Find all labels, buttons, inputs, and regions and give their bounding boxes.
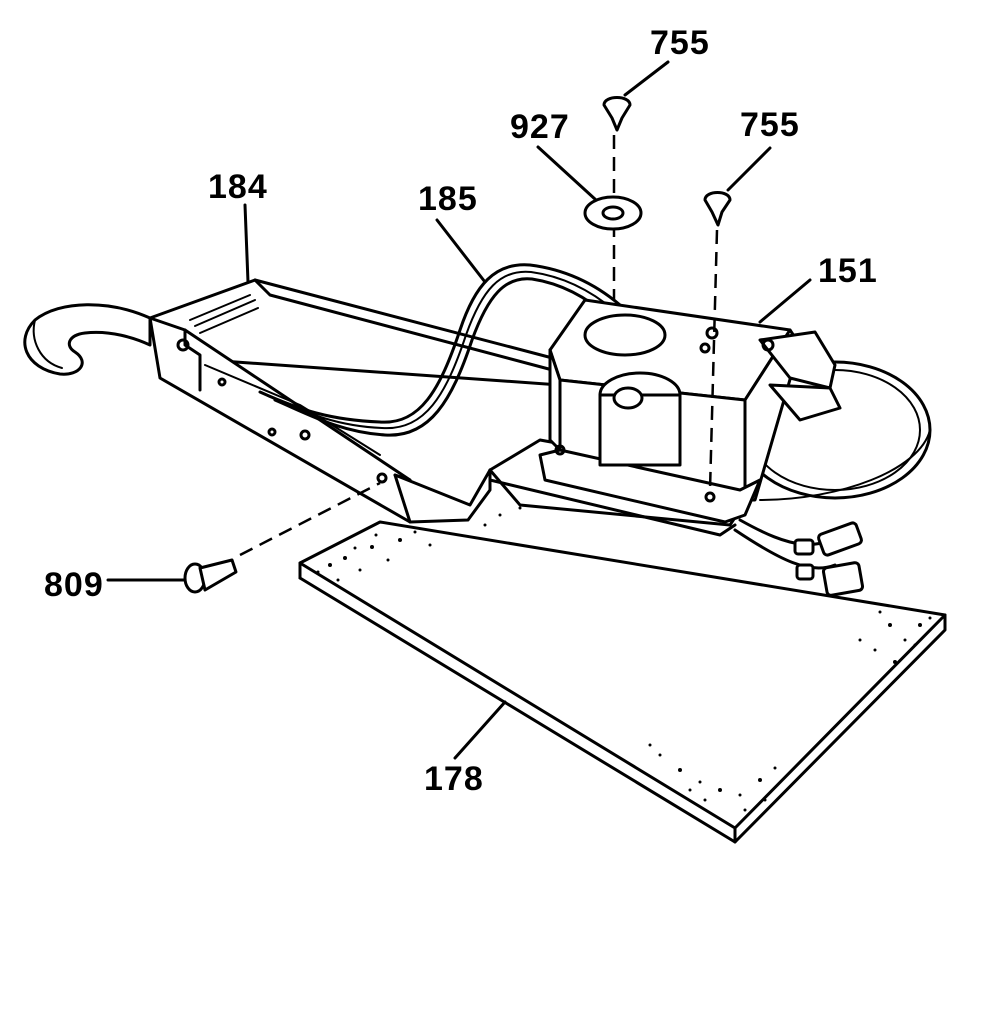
callout-grommet: 927 bbox=[510, 108, 570, 146]
callout-pad: 178 bbox=[424, 760, 484, 798]
mount-hole bbox=[176, 338, 190, 352]
insulation-pad bbox=[298, 506, 947, 844]
callout-wire: 185 bbox=[418, 180, 478, 218]
drive-arm bbox=[258, 263, 622, 437]
callout-screw-left: 809 bbox=[44, 566, 104, 604]
leader-lines bbox=[106, 60, 812, 760]
callout-motor: 151 bbox=[818, 252, 878, 290]
mount-hole bbox=[267, 427, 277, 437]
mount-hole bbox=[299, 429, 311, 441]
callout-bracket: 184 bbox=[208, 168, 268, 206]
screw-755-left bbox=[602, 96, 632, 300]
mount-hole bbox=[217, 377, 227, 387]
hook bbox=[23, 303, 152, 376]
pad-texture bbox=[316, 506, 932, 812]
mount-hole bbox=[376, 472, 388, 484]
callout-screw-top-left: 755 bbox=[650, 24, 710, 62]
screw-809 bbox=[183, 481, 381, 594]
screw-755-right bbox=[703, 191, 732, 491]
wire-connector bbox=[821, 561, 865, 597]
wire-connector bbox=[817, 521, 863, 557]
motor-assembly bbox=[538, 298, 932, 597]
callout-screw-top-right: 755 bbox=[740, 106, 800, 144]
bracket bbox=[23, 278, 562, 524]
grommet-927 bbox=[583, 195, 643, 231]
